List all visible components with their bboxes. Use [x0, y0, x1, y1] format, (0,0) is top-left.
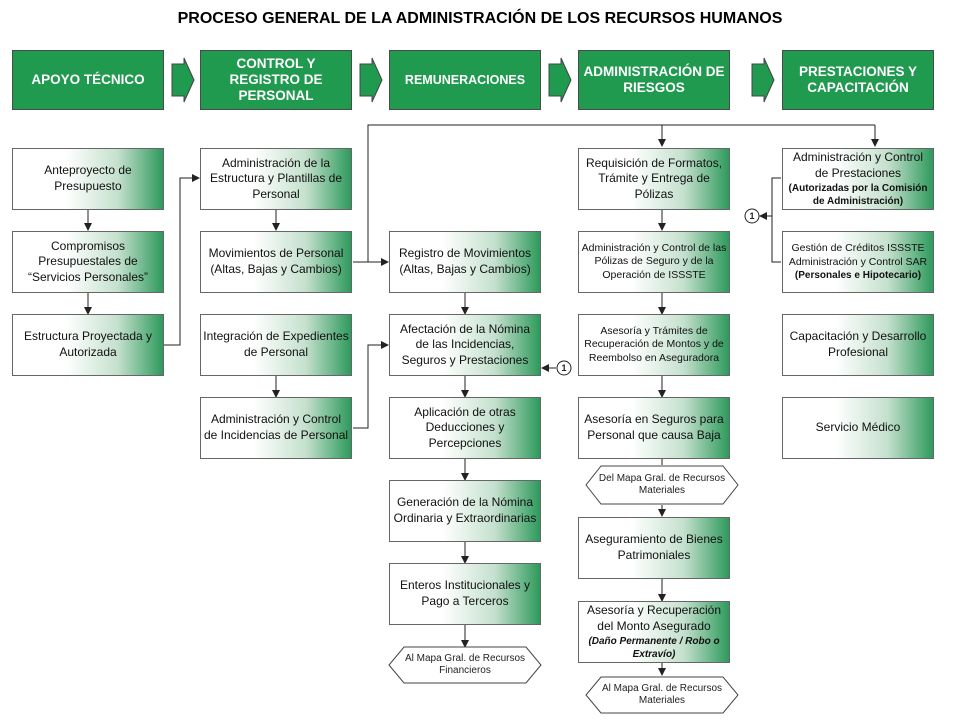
box-recuperacion-monto-title: Asesoría y Recuperación del Monto Asegur…: [586, 603, 722, 633]
box-generacion-nomina: Generación de la Nómina Ordinaria y Extr…: [389, 480, 541, 542]
box-control-prestaciones: Administración y Control de Prestaciones…: [782, 148, 934, 210]
box-movimientos-personal: Movimientos de Personal (Altas, Bajas y …: [200, 231, 352, 293]
offpage-connector-materiales-in: [585, 465, 739, 505]
connector-1-label-b: 1: [749, 211, 755, 221]
connector-1-circle-a: [556, 360, 572, 376]
box-control-polizas: Administración y Control de las Pólizas …: [578, 231, 730, 293]
offpage-connector-materiales-out: [585, 676, 739, 714]
box-compromisos-presupuestales: Compromisos Presupuestales de “Servicios…: [12, 231, 164, 293]
offpage-connector-financieros: [388, 646, 542, 684]
page-title: PROCESO GENERAL DE LA ADMINISTRACIÓN DE …: [177, 10, 783, 27]
box-asesoria-seguros-baja: Asesoría en Seguros para Personal que ca…: [578, 397, 730, 459]
box-creditos-issste: Gestión de Créditos ISSSTE Administració…: [782, 231, 934, 293]
box-anteproyecto-presupuesto: Anteproyecto de Presupuesto: [12, 148, 164, 210]
box-aseguramiento-bienes: Aseguramiento de Bienes Patrimoniales: [578, 517, 730, 579]
offpage-label-materiales-out: Al Mapa Gral. de Recursos Materiales: [601, 683, 723, 706]
box-afectacion-nomina: Afectación de la Nómina de las Incidenci…: [389, 314, 541, 376]
header-administracion-riesgos: ADMINISTRACIÓN DE RIESGOS: [578, 50, 730, 110]
header-apoyo-tecnico: APOYO TÉCNICO: [12, 50, 164, 110]
box-registro-movimientos: Registro de Movimientos (Altas, Bajas y …: [389, 231, 541, 293]
header-arrow-3: [548, 57, 572, 103]
header-arrow-2: [359, 57, 383, 103]
header-arrow-1: [171, 57, 195, 103]
box-control-prestaciones-note: (Autorizadas por la Comisión de Administ…: [788, 182, 928, 207]
box-requisicion-formatos: Requisición de Formatos, Trámite y Entre…: [578, 148, 730, 210]
header-remuneraciones: REMUNERACIONES: [389, 50, 541, 110]
box-creditos-issste-title: Gestión de Créditos ISSSTE Administració…: [788, 242, 928, 268]
box-servicio-medico: Servicio Médico: [782, 397, 934, 459]
box-control-prestaciones-title: Administración y Control de Prestaciones: [792, 150, 924, 180]
box-integracion-expedientes: Integración de Expedientes de Personal: [200, 314, 352, 376]
box-estructura-proyectada: Estructura Proyectada y Autorizada: [12, 314, 164, 376]
header-arrow-4: [751, 57, 775, 103]
box-capacitacion-desarrollo: Capacitación y Desarrollo Profesional: [782, 314, 934, 376]
header-control-registro: CONTROL Y REGISTRO DE PERSONAL: [200, 50, 352, 110]
box-aplicacion-deducciones: Aplicación de otras Deducciones y Percep…: [389, 397, 541, 459]
box-recuperacion-monto-note: (Daño Permanente / Robo o Extravío): [588, 635, 720, 660]
box-recuperacion-monto: Asesoría y Recuperación del Monto Asegur…: [578, 601, 730, 663]
box-enteros-institucionales: Enteros Institucionales y Pago a Tercero…: [389, 563, 541, 625]
offpage-label-financieros: Al Mapa Gral. de Recursos Financieros: [404, 653, 526, 676]
header-prestaciones-capacitacion: PRESTACIONES Y CAPACITACIÓN: [782, 50, 934, 110]
box-control-incidencias: Administración y Control de Incidencias …: [200, 397, 352, 459]
box-asesoria-tramites: Asesoría y Trámites de Recuperación de M…: [578, 314, 730, 376]
connector-1-label-a: 1: [561, 363, 567, 373]
box-creditos-issste-note: (Personales e Hipotecario): [794, 269, 922, 281]
connector-1-circle-b: [744, 208, 760, 224]
box-administracion-estructura: Administración de la Estructura y Planti…: [200, 148, 352, 210]
offpage-label-materiales-in: Del Mapa Gral. de Recursos Materiales: [598, 473, 726, 496]
